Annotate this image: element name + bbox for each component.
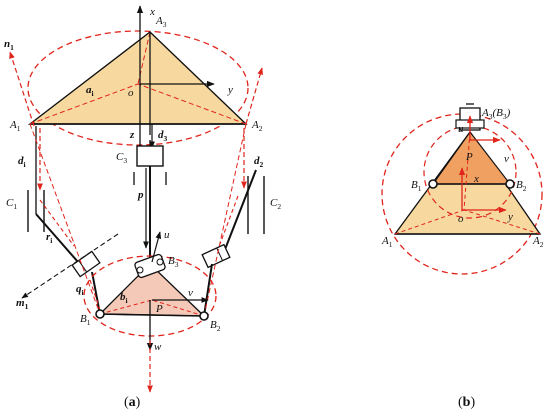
caption-b: (b) (458, 395, 475, 410)
label-b2-b: B2 (516, 179, 527, 193)
label-n1: n1 (4, 38, 14, 52)
label-y: y (227, 84, 233, 96)
label-a1: A1 (9, 119, 21, 133)
b3-joint (134, 253, 166, 279)
label-b1-b: B1 (411, 179, 422, 193)
n1-arrow (9, 51, 35, 127)
panel-b: A3(B3) u P v B1 x B2 o y A1 A2 (b) (381, 103, 544, 410)
label-m1: m1 (16, 297, 29, 311)
label-y-b: y (507, 211, 513, 223)
inner-circle (423, 125, 517, 219)
outer-circle (381, 113, 543, 275)
label-ri: ri (46, 231, 52, 245)
u-arrow (151, 231, 162, 263)
fixed-platform-triangle (27, 31, 248, 125)
label-p-b: P (465, 151, 473, 163)
label-x: x (149, 6, 155, 18)
right-joint (201, 243, 231, 269)
b2-point-b (505, 179, 515, 189)
m1-axis (21, 233, 119, 299)
label-c2: C2 (270, 197, 281, 211)
label-b1: B1 (80, 313, 91, 327)
b1-point-b (428, 179, 438, 189)
label-o: o (128, 87, 134, 99)
label-a3: A3 (155, 15, 167, 29)
label-a2: A2 (251, 119, 263, 133)
label-a3b3: A3(B3) (481, 107, 511, 121)
label-x-b: x (473, 173, 479, 185)
label-w: w (154, 341, 162, 353)
label-u-b: u (458, 123, 464, 135)
label-p: p (137, 189, 144, 201)
label-d2: d2 (254, 155, 264, 169)
b2-point (199, 311, 209, 321)
caption-a: (a) (124, 395, 141, 410)
label-ai: ai (86, 84, 94, 98)
label-v-b: v (504, 153, 509, 165)
label-o-b: o (458, 213, 464, 225)
label-z: z (129, 129, 135, 141)
label-b2: B2 (210, 319, 221, 333)
label-d3: d3 (158, 129, 168, 143)
label-c1: C1 (6, 197, 17, 211)
label-a2-b: A2 (532, 235, 544, 249)
label-c3: C3 (116, 151, 127, 165)
label-b3: B3 (168, 255, 179, 269)
c3-cylinder (136, 145, 164, 167)
label-v: v (188, 287, 193, 299)
top-ellipse (27, 30, 249, 146)
label-di: di (18, 155, 26, 169)
label-p-point: P (155, 303, 163, 315)
label-bi: bi (120, 291, 128, 305)
label-u: u (164, 229, 170, 241)
panel-a: x A3 n1 ai o y A1 A2 z d3 C3 di d2 C1 C2… (4, 5, 281, 410)
b1-point (95, 309, 105, 319)
label-qi: qi (76, 283, 84, 297)
label-a1-b: A1 (381, 235, 393, 249)
